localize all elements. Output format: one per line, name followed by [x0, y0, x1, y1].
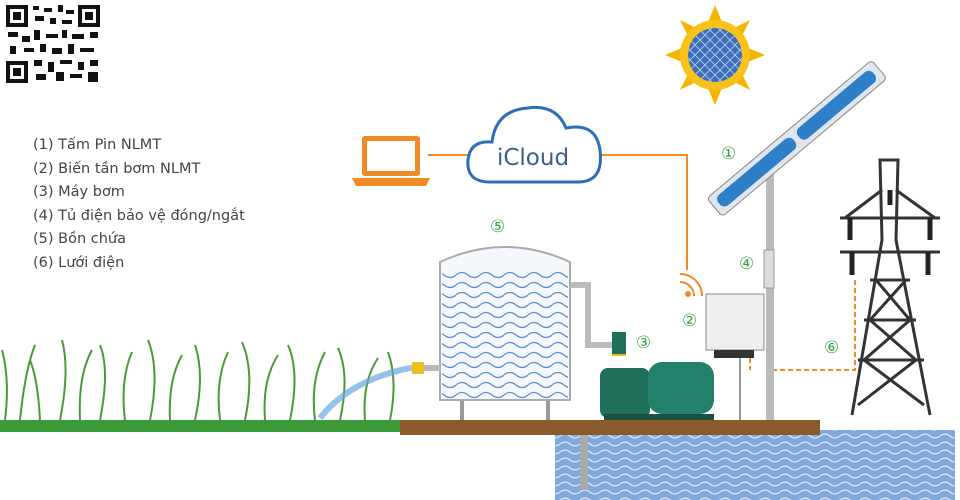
legend-item: (4) Tủ điện bảo vệ đóng/ngắt: [33, 207, 245, 224]
marker-inverter: ②: [682, 311, 698, 331]
marker-protection-box: ④: [739, 254, 755, 274]
water-spray: [317, 365, 411, 420]
marker-solar-panel: ①: [721, 144, 737, 164]
water-pump: [600, 332, 714, 420]
inverter-box: [705, 293, 765, 420]
protection-box: [763, 249, 775, 289]
solar-panel: [707, 61, 886, 420]
power-tower: [840, 158, 940, 416]
wifi-icon: [679, 273, 703, 297]
qr-code: [5, 4, 102, 84]
grass-ground: [0, 420, 420, 432]
marker-grid: ⑥: [824, 338, 840, 358]
legend-item: (2) Biến tần bơm NLMT: [33, 160, 201, 177]
laptop-icon: [352, 136, 430, 186]
sun-icon: [665, 5, 765, 105]
water-source: [555, 420, 955, 500]
cloud-icon: [466, 105, 603, 184]
legend: (1) Tấm Pin NLMT (2) Biến tần bơm NLMT (…: [33, 134, 245, 275]
legend-item: (5) Bồn chứa: [33, 231, 127, 247]
marker-pump: ③: [636, 333, 652, 353]
soil-ground: [400, 420, 820, 435]
cloud-label: iCloud: [496, 145, 570, 171]
legend-item: (3) Máy bơm: [33, 184, 125, 200]
grass-field: [1, 339, 395, 421]
marker-tank: ⑤: [490, 217, 506, 237]
water-tank: [410, 246, 626, 420]
legend-item: (6) Lưới điện: [33, 254, 125, 271]
legend-item: (1) Tấm Pin NLMT: [33, 137, 162, 153]
